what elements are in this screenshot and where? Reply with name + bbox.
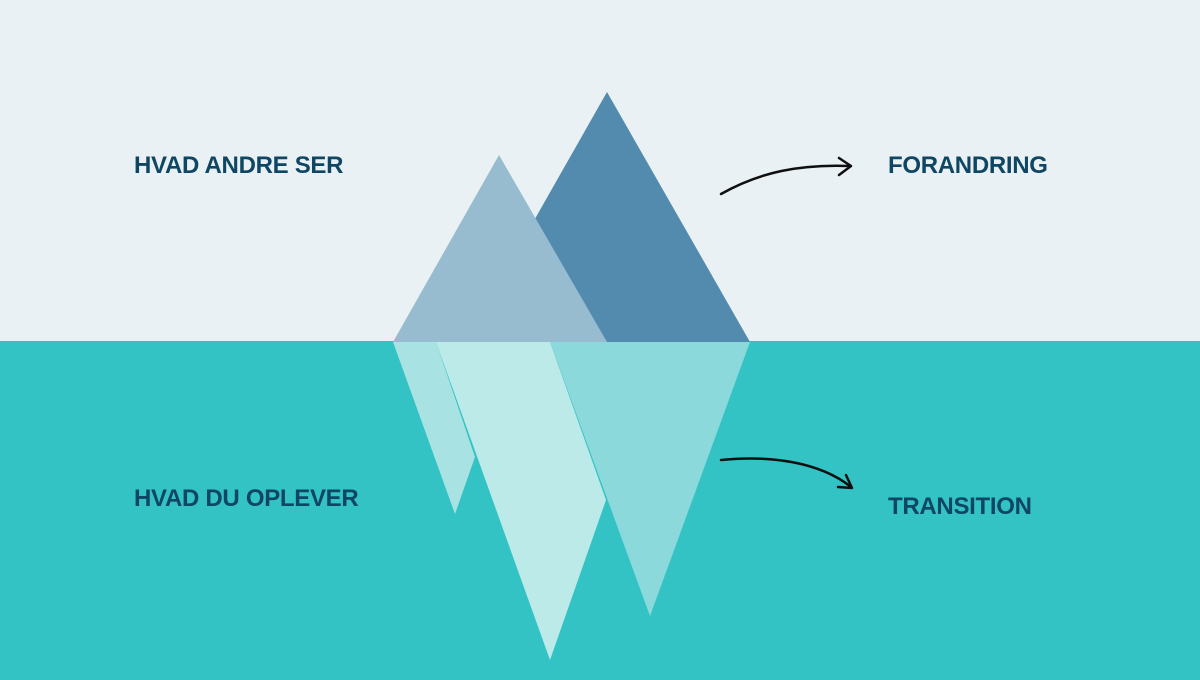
iceberg-underwater-center — [436, 342, 606, 660]
curved-arrow-right-down-icon — [719, 457, 854, 490]
forandring-label: FORANDRING — [888, 152, 1048, 179]
iceberg-underwater-right — [550, 342, 750, 616]
iceberg-underwater-left — [393, 342, 475, 514]
transition-label: TRANSITION — [888, 493, 1032, 520]
curved-arrow-right-icon — [719, 156, 853, 196]
below-water-label: HVAD DU OPLEVER — [134, 485, 359, 512]
above-water-label: HVAD ANDRE SER — [134, 152, 344, 179]
iceberg-peak-front — [393, 155, 607, 342]
